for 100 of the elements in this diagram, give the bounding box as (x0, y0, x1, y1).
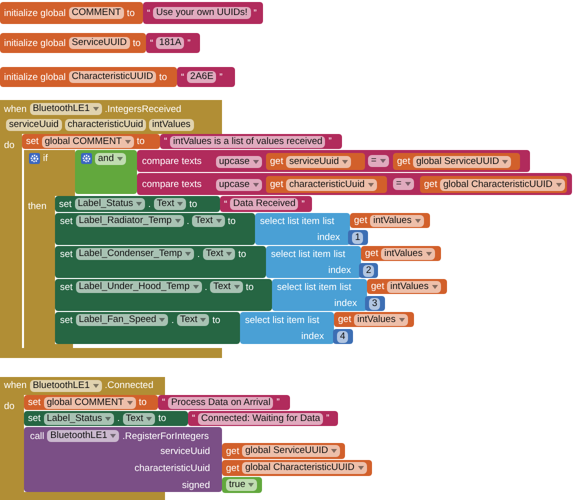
quote-mark: “ (147, 8, 150, 18)
block-keyword: initialize global (4, 8, 66, 18)
block-keyword: get (270, 156, 284, 167)
number-field: 2 (363, 264, 374, 276)
name-field: Process Data on Arrival (168, 396, 274, 408)
block-keyword: select list item (245, 314, 305, 326)
dropdown-field: global ServiceUUID (242, 445, 340, 457)
select-list-item-block (266, 246, 361, 278)
block-keyword: initialize global (4, 72, 66, 82)
dropdown-field: Label_Status (44, 412, 114, 424)
block-keyword: set (60, 282, 73, 292)
dropdown-field: true (226, 479, 258, 491)
block-keyword: index (301, 330, 324, 342)
block-keyword: initialize global (4, 38, 66, 48)
block-keyword: do (4, 140, 15, 150)
dropdown-field: upcase (216, 156, 262, 168)
getter-block (361, 246, 441, 261)
block-keyword: . (204, 282, 208, 292)
name-field: COMMENT (68, 7, 124, 19)
number-block (359, 263, 378, 278)
block-keyword: compare texts (142, 156, 202, 166)
number-block (365, 296, 385, 311)
setter-block (55, 213, 255, 245)
block-keyword: do (4, 400, 15, 412)
dropdown-field: Label_Fan_Speed (76, 314, 168, 326)
block-keyword: get (371, 281, 384, 292)
block-keyword: characteristicUuid (134, 463, 210, 474)
block-keyword: set (60, 248, 73, 260)
block-keyword: set (28, 397, 41, 408)
select-list-item-block (240, 312, 334, 344)
dropdown-field: intValues (354, 314, 408, 326)
quote-mark: ” (326, 413, 330, 424)
quote-mark: “ (164, 136, 168, 147)
number-field: 4 (337, 330, 348, 342)
block-keyword: compare texts (142, 178, 202, 190)
dropdown-field: global COMMENT (42, 136, 134, 148)
block-keyword: . (117, 413, 120, 424)
variable-init-block (0, 33, 146, 53)
block-keyword: .Connected (104, 380, 154, 391)
dropdown-field: = (368, 155, 389, 167)
block-keyword: to (158, 413, 166, 424)
block-keyword: get (226, 462, 240, 474)
block-keyword: to (228, 216, 236, 226)
block-keyword: serviceUuid (160, 446, 210, 457)
block-keyword: . (186, 216, 190, 226)
setter-block (55, 279, 272, 311)
dropdown-field: serviceUuid (286, 156, 351, 168)
compare-block (137, 173, 572, 195)
dropdown-field: Label_Condenser_Temp (76, 248, 194, 260)
getter-block (420, 176, 567, 193)
block-keyword: to (159, 72, 168, 82)
name-field: characteristicUuid (64, 119, 146, 131)
string-block (158, 395, 290, 410)
block-keyword: get (338, 314, 352, 325)
block-keyword: . (197, 248, 200, 260)
quote-mark: “ (224, 198, 228, 210)
boolean-block (222, 477, 262, 493)
dropdown-field: global CharacteristicUUID (440, 178, 565, 190)
quote-mark: “ (192, 413, 196, 424)
string-block (188, 411, 338, 426)
name-field: intValues (149, 119, 194, 131)
block-keyword: select list item (260, 216, 320, 226)
block-keyword: select list item (271, 248, 331, 260)
setter-block (55, 246, 266, 278)
block-keyword: to (212, 314, 220, 326)
string-block (177, 67, 235, 87)
setter-block (24, 411, 188, 426)
setter-block (55, 196, 220, 212)
block-keyword: signed (182, 480, 210, 491)
block-keyword: get (397, 156, 410, 167)
block-keyword: list (340, 282, 352, 292)
dropdown-field: and (95, 152, 126, 164)
quote-mark: ” (328, 136, 332, 147)
dropdown-field: Label_Radiator_Temp (76, 215, 184, 227)
number-block (333, 329, 353, 344)
block-keyword: to (246, 282, 254, 292)
block-keyword: set (60, 216, 73, 226)
block-keyword: to (138, 397, 147, 408)
block-keyword: get (226, 446, 240, 456)
dropdown-field: Text (210, 281, 243, 293)
variable-init-block (0, 67, 177, 87)
block-keyword: call (30, 430, 44, 442)
name-field: ServiceUUID (68, 37, 130, 49)
block-keyword: list (334, 248, 346, 260)
string-block (146, 33, 200, 53)
dropdown-field: intValues (381, 248, 435, 260)
setter-block (24, 395, 158, 410)
block-keyword: to (136, 136, 145, 147)
block-keyword: get (270, 179, 284, 190)
getter-block (334, 312, 414, 327)
string-block (143, 2, 263, 24)
dropdown-field: characteristicUuid (286, 178, 377, 190)
getter-block (350, 213, 430, 228)
block-keyword: select list item (277, 282, 337, 292)
quote-mark: ” (301, 198, 305, 210)
block-keyword: . (148, 198, 151, 210)
name-field: intValues is a list of values received (170, 136, 326, 148)
dropdown-field: global COMMENT (44, 396, 136, 408)
block-keyword: index (317, 232, 340, 242)
block-keyword: get (365, 248, 378, 259)
